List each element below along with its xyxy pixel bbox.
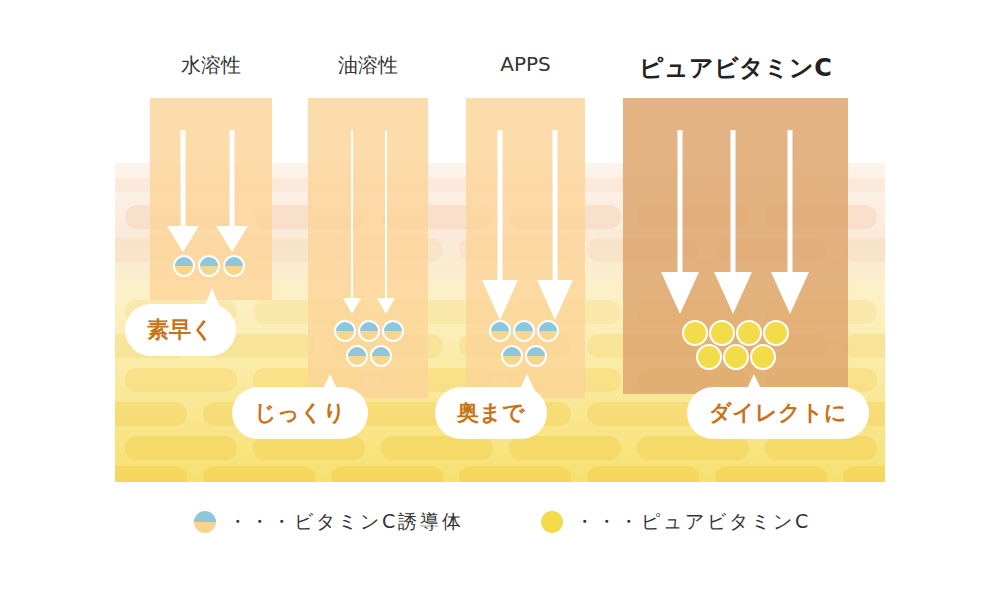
skin-cell [115,466,187,482]
skin-cell [459,466,571,482]
speech-bubble: 素早く [125,304,236,356]
penetration-column: 油溶性 [308,98,428,398]
bubble-text: じっくり [254,398,346,428]
speech-bubble: ダイレクトに [687,387,869,439]
bubble-text: 奥まで [457,398,525,428]
skin-cell [587,402,699,426]
legend-text: ・・・ビタミンC誘導体 [228,509,464,535]
skin-cell [843,466,885,482]
speech-bubble: 奥まで [435,387,547,439]
skin-cell [843,334,885,358]
skin-cell [587,466,699,482]
skin-cell [765,436,877,460]
skin-cell [637,436,749,460]
skin-cell [715,466,827,482]
skin-cell [381,436,493,460]
penetration-column: APPS [466,98,585,398]
legend-symbol [194,511,216,533]
skin-cell [331,466,443,482]
column-heading: 油溶性 [268,52,468,79]
legend-row: ・・・ビタミンC誘導体 [194,509,464,535]
column-heading: ピュアビタミンC [583,52,888,84]
skin-cell [843,238,885,262]
legend-text: ・・・ピュアビタミンC [575,509,811,535]
legend-row: ・・・ピュアビタミンC [541,509,811,535]
skin-cell [203,466,315,482]
column-heading: APPS [426,52,625,76]
penetration-column: 水溶性 [150,98,272,300]
skin-cell [125,436,237,460]
skin-cell [253,436,365,460]
column-heading: 水溶性 [110,52,312,79]
speech-bubble: じっくり [232,387,368,439]
skin-cell [115,402,187,426]
legend-swatch [541,511,563,533]
skin-cell [125,368,237,392]
bubble-text: 素早く [147,315,214,345]
bubble-text: ダイレクトに [709,398,847,428]
skin-cell [509,436,621,460]
penetration-column: ピュアビタミンC [623,98,848,394]
